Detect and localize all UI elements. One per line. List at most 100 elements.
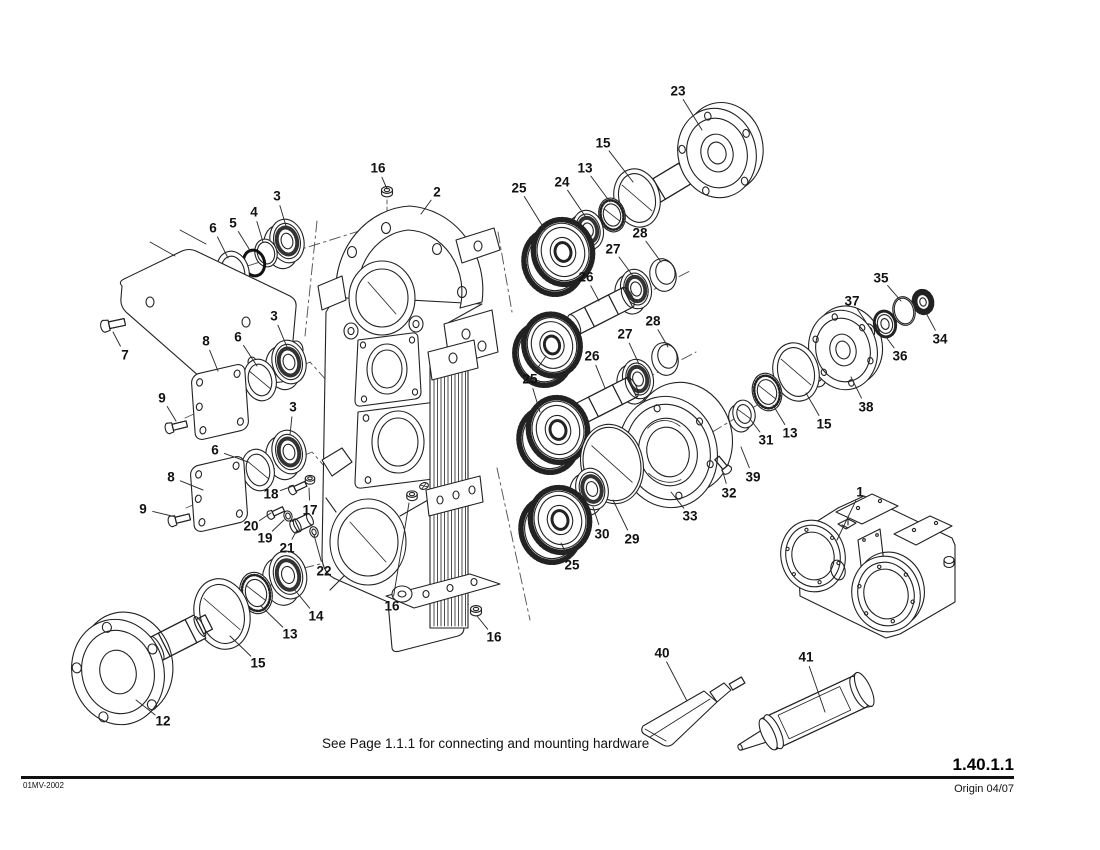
hardware-cluster [265, 474, 320, 538]
callout-29: 29 [613, 500, 640, 547]
callout-label-26: 26 [578, 270, 594, 285]
callout-13: 13 [577, 161, 610, 203]
leader-line [851, 377, 862, 398]
callout-label-25: 25 [564, 558, 580, 573]
hardware-note: See Page 1.1.1 for connecting and mounti… [322, 736, 650, 751]
leader-line [750, 419, 760, 432]
callout-31: 31 [750, 419, 774, 448]
washer [419, 481, 430, 490]
leader-line [421, 200, 431, 214]
callout-15: 15 [230, 636, 266, 671]
callout-25: 25 [522, 356, 546, 412]
callout-38: 38 [851, 377, 874, 415]
callout-13: 13 [773, 405, 798, 441]
leader-line [667, 662, 687, 701]
part-16-nut [406, 490, 418, 502]
leader-line [596, 365, 605, 388]
callout-30: 30 [593, 507, 610, 542]
callout-label-5: 5 [229, 216, 237, 231]
callout-label-25: 25 [522, 372, 538, 387]
callout-label-22: 22 [316, 564, 331, 579]
callout-9: 9 [139, 502, 176, 518]
part-4-ring [252, 237, 280, 269]
callout-label-33: 33 [682, 509, 698, 524]
callout-41: 41 [798, 650, 825, 713]
callout-7: 7 [113, 332, 129, 363]
callout-23: 23 [670, 84, 702, 131]
callout-4: 4 [250, 205, 263, 243]
leader-line [809, 667, 825, 713]
leader-line [244, 345, 258, 366]
callout-label-32: 32 [721, 486, 736, 501]
callout-label-1: 1 [856, 485, 864, 500]
part-41-sealant-cartridge [730, 670, 878, 765]
callout-22: 22 [314, 535, 332, 579]
callout-8: 8 [167, 470, 203, 491]
callout-15: 15 [595, 136, 633, 183]
leader-line [394, 503, 409, 596]
leader-line [290, 417, 292, 435]
leader-line [609, 151, 633, 182]
callout-35: 35 [873, 271, 901, 302]
callout-34: 34 [926, 313, 948, 347]
callout-label-38: 38 [858, 400, 874, 415]
output-shaft-group [59, 547, 312, 734]
callout-13: 13 [261, 606, 298, 642]
callout-label-26: 26 [584, 349, 600, 364]
callout-26: 26 [578, 270, 599, 302]
unit-right-boss [843, 545, 933, 639]
callout-19: 19 [257, 520, 284, 546]
leader-line [683, 100, 702, 131]
callout-label-37: 37 [844, 294, 859, 309]
leader-line [658, 330, 668, 347]
callout-39: 39 [741, 447, 761, 485]
callout-16: 16 [384, 503, 409, 614]
part-34-locknut [912, 290, 934, 314]
part-7-capscrew [99, 315, 127, 334]
part-12-output-shaft [59, 602, 214, 734]
callout-1: 1 [837, 485, 864, 541]
leader-line [280, 206, 286, 226]
leader-line [629, 343, 639, 364]
callout-label-16: 16 [384, 599, 400, 614]
callout-label-35: 35 [873, 271, 889, 286]
callout-27: 27 [605, 242, 633, 277]
leader-line [309, 488, 310, 500]
leader-line [280, 486, 293, 491]
callout-label-9: 9 [139, 502, 147, 517]
callout-label-28: 28 [632, 226, 648, 241]
callout-label-21: 21 [279, 541, 295, 556]
callout-16: 16 [370, 161, 387, 190]
callout-label-39: 39 [745, 470, 760, 485]
callout-label-13: 13 [282, 627, 298, 642]
part-28-ring [647, 339, 683, 379]
part-31-bearing [725, 398, 759, 435]
leader-line [926, 313, 935, 330]
drawing-code: 01MV-2002 [23, 781, 64, 790]
leader-line [113, 332, 120, 346]
callout-27: 27 [617, 327, 639, 365]
callout-20: 20 [243, 513, 271, 534]
callout-label-2: 2 [433, 185, 441, 200]
callout-label-28: 28 [645, 314, 661, 329]
callout-label-6: 6 [209, 221, 217, 236]
leader-line [524, 197, 545, 231]
leader-line [773, 405, 785, 425]
part-20-capscrew [265, 504, 286, 521]
callout-label-19: 19 [257, 531, 272, 546]
callout-label-6: 6 [234, 330, 242, 345]
part-36-nut [872, 309, 899, 339]
leader-line [858, 309, 867, 322]
leader-line [314, 535, 321, 561]
leader-line [382, 177, 387, 189]
callout-label-31: 31 [758, 433, 774, 448]
callout-40: 40 [654, 646, 687, 702]
callout-label-15: 15 [816, 417, 832, 432]
leader-line [533, 389, 540, 412]
leader-line [180, 481, 203, 490]
leader-line [646, 241, 661, 262]
callout-label-34: 34 [932, 332, 948, 347]
leader-line [477, 616, 488, 629]
leader-line [888, 286, 901, 302]
